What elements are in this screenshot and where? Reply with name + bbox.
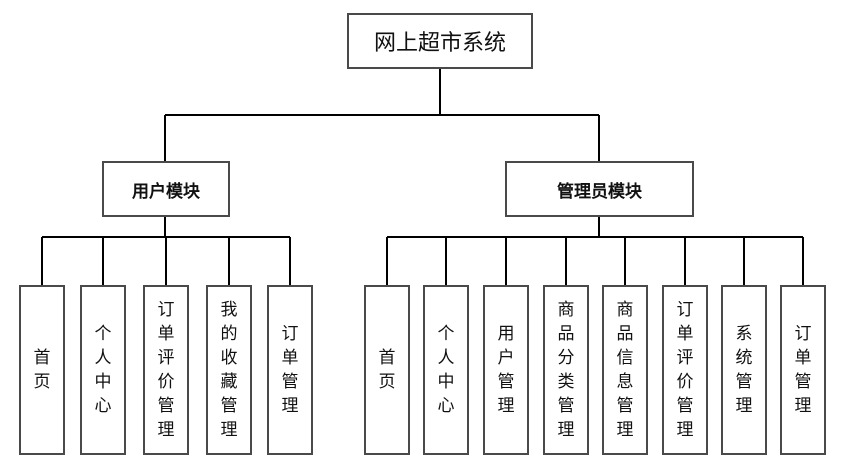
leaf-label: 订单管理 xyxy=(281,324,299,416)
root-label: 网上超市系统 xyxy=(373,31,506,56)
leaf-admin-2: 用户管理 xyxy=(483,285,529,455)
leaf-user-3: 我的收藏管理 xyxy=(206,285,252,455)
leaf-label: 首页 xyxy=(33,348,51,392)
leaf-label: 系统管理 xyxy=(735,324,753,416)
leaf-label: 个人中心 xyxy=(94,324,112,416)
leaf-label: 商品分类管理 xyxy=(557,300,575,440)
leaf-admin-7: 订单管理 xyxy=(780,285,826,455)
leaf-admin-3: 商品分类管理 xyxy=(543,285,589,455)
leaf-label: 个人中心 xyxy=(437,324,455,416)
module-user: 用户模块 xyxy=(102,161,230,217)
leaf-admin-4: 商品信息管理 xyxy=(602,285,648,455)
module-admin: 管理员模块 xyxy=(505,161,694,217)
module-admin-label: 管理员模块 xyxy=(557,181,642,202)
leaf-admin-1: 个人中心 xyxy=(423,285,469,455)
leaf-user-2: 订单评价管理 xyxy=(143,285,189,455)
leaf-label: 订单管理 xyxy=(794,324,812,416)
leaf-user-4: 订单管理 xyxy=(267,285,313,455)
module-user-label: 用户模块 xyxy=(132,181,200,202)
leaf-label: 订单评价管理 xyxy=(676,300,694,440)
leaf-admin-0: 首页 xyxy=(364,285,410,455)
leaf-label: 我的收藏管理 xyxy=(220,300,238,440)
leaf-label: 商品信息管理 xyxy=(616,300,634,440)
leaf-label: 首页 xyxy=(378,348,396,392)
leaf-label: 用户管理 xyxy=(497,324,515,416)
leaf-label: 订单评价管理 xyxy=(157,300,175,440)
root-node: 网上超市系统 xyxy=(347,13,533,69)
leaf-user-1: 个人中心 xyxy=(80,285,126,455)
leaf-user-0: 首页 xyxy=(19,285,65,455)
leaf-admin-6: 系统管理 xyxy=(721,285,767,455)
leaf-admin-5: 订单评价管理 xyxy=(662,285,708,455)
